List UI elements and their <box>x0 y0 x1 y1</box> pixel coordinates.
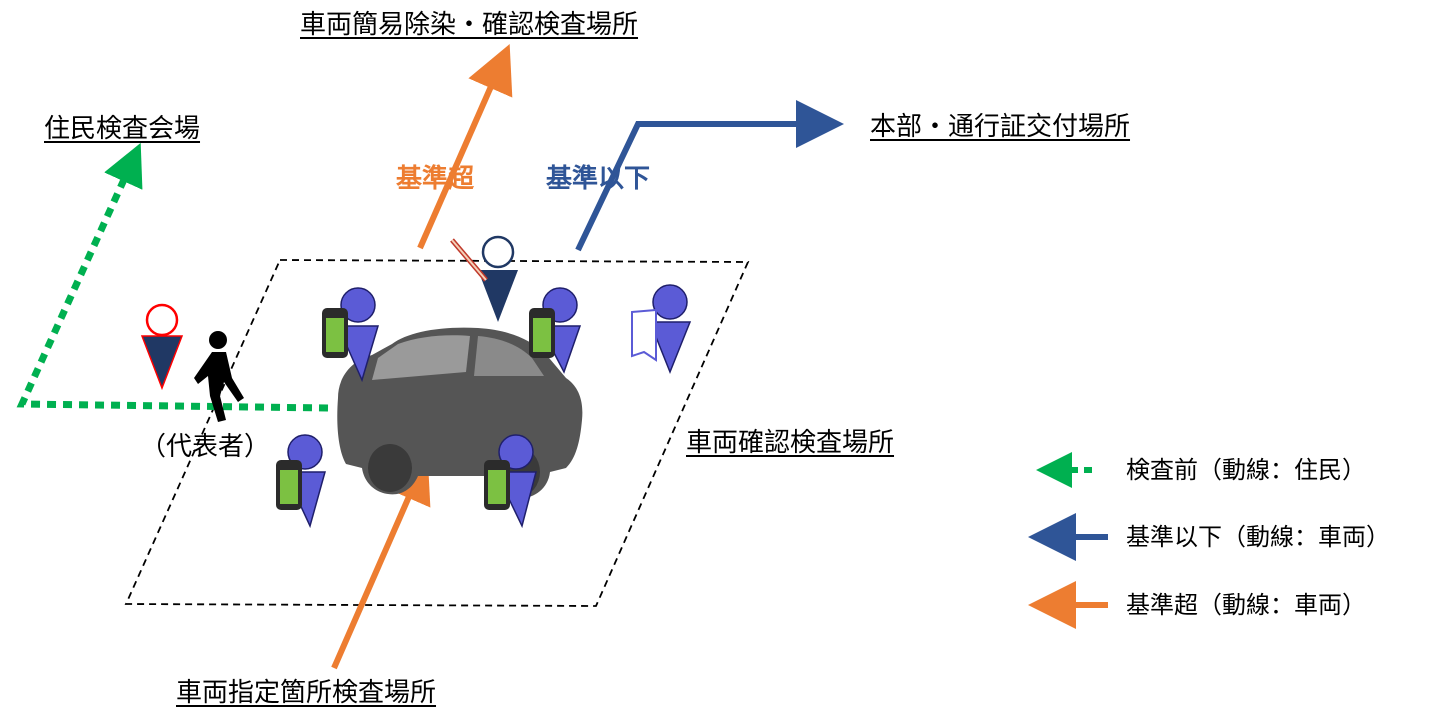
survey-meter-icon <box>276 460 302 510</box>
vehicle-check-site-label: 車両確認検査場所 <box>686 428 895 458</box>
inspection-area-outline <box>124 259 750 607</box>
legend-item-resident: 検査前（動線：住民） <box>1126 456 1366 484</box>
survey-meter-icon <box>484 460 510 510</box>
legend-item-over: 基準超（動線：車両） <box>1126 591 1366 619</box>
decon-site-label: 車両簡易除染・確認検査場所 <box>300 10 639 40</box>
designated-check-site-label: 車両指定箇所検査場所 <box>176 678 437 708</box>
below-threshold-tag: 基準以下 <box>546 164 651 194</box>
staff-person-icon <box>648 284 692 375</box>
below-threshold-route-line <box>575 100 844 252</box>
walking-person-icon <box>194 331 244 422</box>
resident-venue-label: 住民検査会場 <box>44 114 201 144</box>
survey-meter-icon <box>322 308 348 358</box>
legend-item-below: 基準以下（動線：車両） <box>1126 523 1390 551</box>
over-threshold-tag: 基準超 <box>396 164 475 194</box>
resident-route-line <box>16 142 329 412</box>
wand-icon <box>450 238 488 282</box>
representative-label: （代表者） <box>140 432 271 462</box>
pin-icon <box>140 303 184 391</box>
entry-route-line <box>331 454 431 670</box>
over-threshold-route-line <box>417 44 513 250</box>
pin-icon <box>478 235 518 322</box>
survey-meter-icon <box>529 308 555 358</box>
clipboard-icon <box>631 308 657 362</box>
hq-pass-site-label: 本部・通行証交付場所 <box>870 112 1131 142</box>
